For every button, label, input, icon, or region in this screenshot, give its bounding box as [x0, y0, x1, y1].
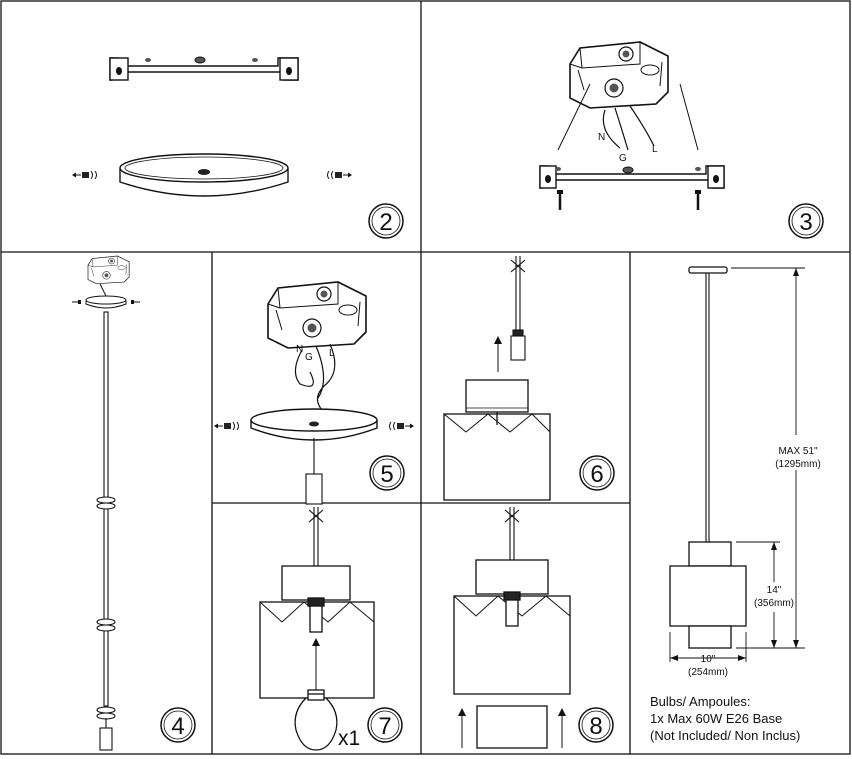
junction-box: [267, 281, 367, 349]
step-5-badge: 5: [369, 455, 405, 491]
step-number: 2: [379, 209, 392, 236]
up-arrow-icon: [458, 708, 466, 748]
bulb-quantity: x1: [338, 727, 360, 750]
bulb-note-line-3: (Not Included/ Non Inclus): [650, 728, 800, 743]
max-length-mm-label: (1295mm): [775, 459, 821, 470]
lower-shade: [476, 705, 548, 749]
downrod: [305, 438, 323, 505]
screw-icon: [131, 300, 140, 304]
width-label: 10": [701, 654, 716, 665]
step-8-badge: 8: [578, 707, 614, 743]
width-mm-label: (254mm): [688, 667, 728, 678]
bulb-note-line-1: Bulbs/ Ampoules:: [650, 694, 750, 709]
wire-label-line: L: [652, 144, 658, 155]
mounting-bracket: [539, 165, 725, 189]
lamp-shade: [259, 565, 375, 699]
dimensions-panel: MAX 51" (1295mm) 14" (356mm) 10" (254mm)…: [650, 266, 821, 743]
canopy: [119, 153, 289, 197]
step-number: 3: [799, 209, 812, 236]
step-7-badge: 7: [367, 707, 403, 743]
up-arrow-icon: [312, 638, 320, 696]
step-number: 7: [378, 713, 391, 740]
step-number: 5: [380, 461, 393, 488]
up-arrow-icon: [494, 336, 502, 372]
screw-icon: [213, 421, 239, 431]
step-6-panel: 6: [443, 256, 615, 501]
step-4-panel: 4: [72, 255, 196, 751]
step-3-badge: 3: [788, 203, 824, 239]
step-2-badge: 2: [368, 203, 404, 239]
height-label: 14": [767, 585, 782, 596]
bulb-note-line-2: 1x Max 60W E26 Base: [650, 711, 782, 726]
junction-box: [569, 41, 669, 109]
step-2-panel: 2: [71, 56, 404, 239]
step-4-badge: 4: [160, 707, 196, 743]
screw-icon: [71, 170, 97, 180]
step-3-panel: N G L 3: [539, 41, 824, 239]
wire-label-ground: G: [305, 352, 313, 363]
up-arrow-icon: [558, 708, 566, 748]
step-number: 6: [590, 461, 603, 488]
bulb-note: Bulbs/ Ampoules: 1x Max 60W E26 Base (No…: [650, 694, 800, 743]
screw-icon: [389, 421, 415, 431]
step-5-panel: N G L 5: [213, 281, 415, 505]
screw-icon: [327, 170, 353, 180]
canopy: [250, 408, 378, 441]
wire-label-ground: G: [619, 153, 627, 164]
downrod: [510, 256, 526, 361]
light-bulb-icon: [294, 689, 338, 751]
downrod: [96, 311, 116, 751]
junction-box: [87, 255, 130, 285]
wire-label-line: L: [329, 348, 335, 359]
lamp-shade: [453, 559, 571, 695]
mounting-bracket: [109, 56, 299, 81]
screw-icon: [557, 190, 563, 210]
step-number: 8: [589, 713, 602, 740]
screw-icon: [695, 190, 701, 210]
step-number: 4: [171, 713, 184, 740]
dimension-lines: [669, 267, 805, 662]
height-mm-label: (356mm): [754, 598, 794, 609]
wire-label-neutral: N: [598, 132, 605, 143]
max-length-label: MAX 51": [778, 446, 818, 457]
step-8-panel: 8: [453, 507, 614, 749]
step-7-panel: x1 7: [259, 507, 403, 751]
step-6-badge: 6: [579, 455, 615, 491]
canopy: [85, 295, 127, 309]
lamp-shade: [443, 379, 551, 501]
screw-icon: [72, 300, 81, 304]
pendant-fixture: [669, 266, 747, 649]
wire-label-neutral: N: [296, 344, 303, 355]
